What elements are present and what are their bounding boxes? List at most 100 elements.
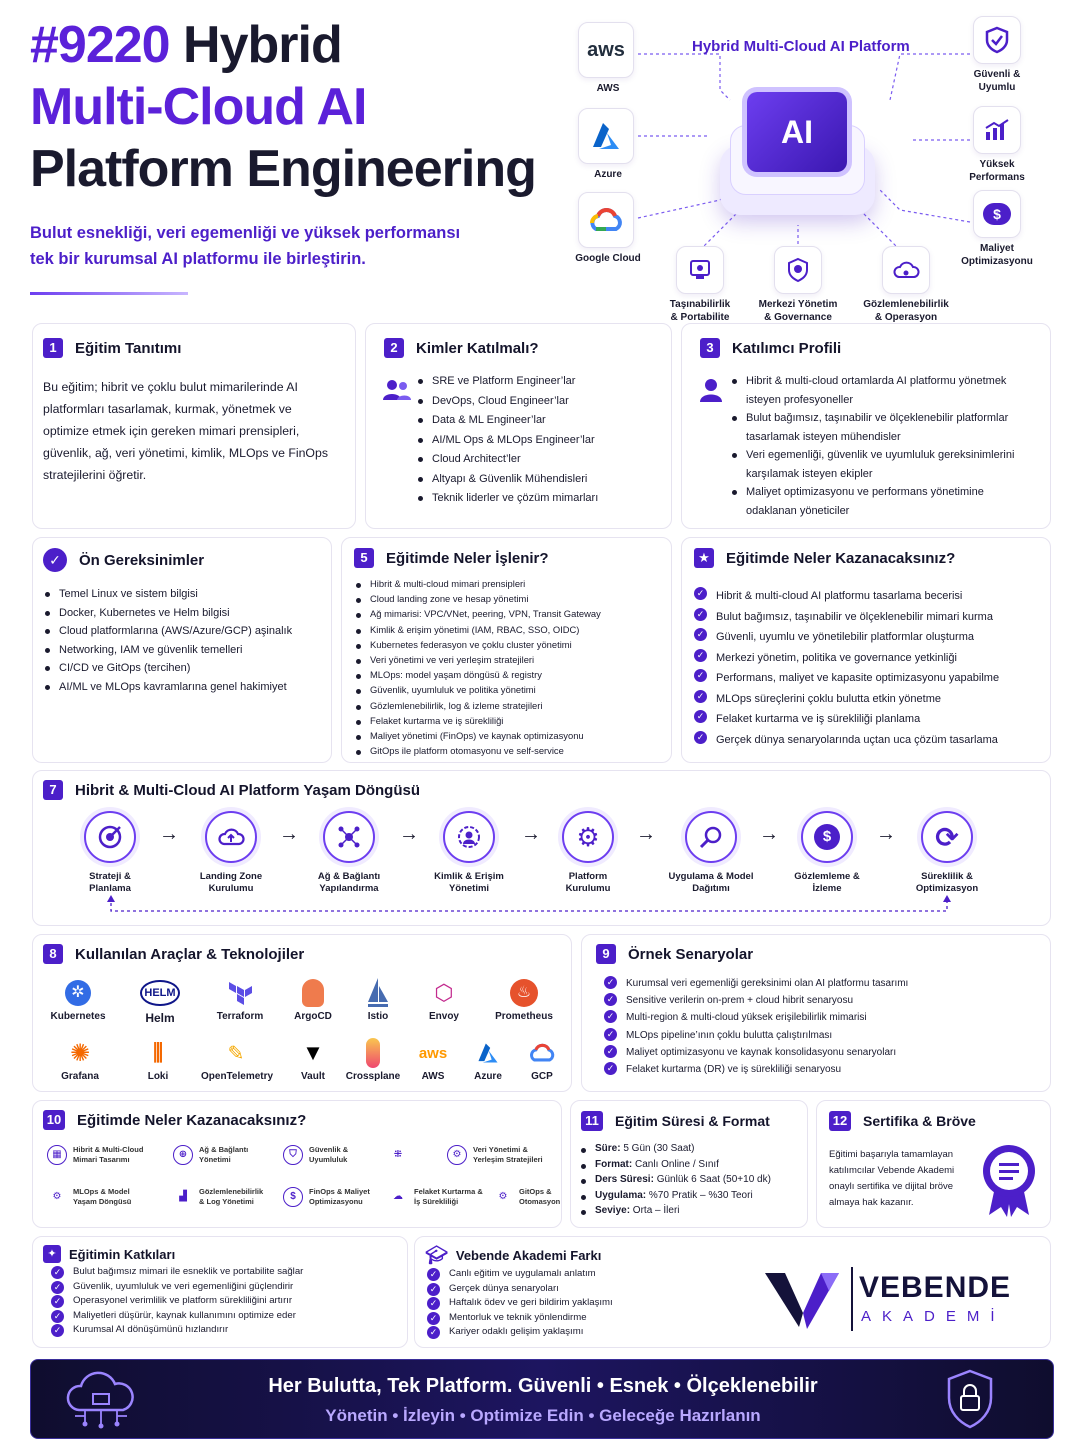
feature-secure: Güvenli & Uyumlu <box>960 16 1034 94</box>
arrow-right-icon: → <box>399 823 419 845</box>
aws-logo: aws <box>587 38 625 61</box>
list-item: Kimlik & erişim yönetimi (IAM, RBAC, SSO… <box>354 622 664 637</box>
dollar-icon: $ <box>283 1187 303 1207</box>
tool-kubernetes: ✲Kubernetes <box>43 977 113 1022</box>
feature-cost: $ Maliyet Optimizasyonu <box>956 190 1038 268</box>
list-item: Güvenli, uyumlu ve yönetilebilir platfor… <box>694 627 1044 648</box>
list-item: Haftalık ödev ve geri bildirim yaklaşımı <box>427 1296 727 1311</box>
opentelemetry-icon: ✎ <box>227 1042 245 1065</box>
list-item: Ağ mimarisi: VPC/VNet, peering, VPN, Tra… <box>354 606 664 621</box>
vault-icon: ▼ <box>302 1040 324 1065</box>
tool-vault: ▼Vault <box>301 1040 325 1082</box>
list-item: CI/CD ve GitOps (tercihen) <box>43 659 323 678</box>
feature-portability: Taşınabilirlik & Portabilite <box>660 246 740 324</box>
list-item: Kariyer odaklı gelişim yaklaşımı <box>427 1325 727 1340</box>
tool-gcp: GCP <box>507 1037 577 1082</box>
footer-banner: Her Bulutta, Tek Platform. Güvenli • Esn… <box>30 1359 1054 1439</box>
gains-list: Hibrit & multi-cloud AI platformu tasarl… <box>694 586 1044 750</box>
list-item: Merkezi yönetim, politika ve governance … <box>694 648 1044 669</box>
list-item: Felaket kurtarma ve iş sürekliliği planl… <box>694 709 1044 730</box>
person-icon <box>700 379 722 402</box>
loki-icon: ⫼ <box>152 1040 164 1065</box>
list-item: Temel Linux ve sistem bilgisi <box>43 585 323 604</box>
card-vebende-difference: 🎓︎Vebende Akademi Farkı Canlı eğitim ve … <box>414 1236 1051 1348</box>
list-item: Hibrit & multi-cloud mimari prensipleri <box>354 576 664 591</box>
ai-chip-base: AI <box>705 92 890 220</box>
list-item: Uygulama: %70 Pratik – %30 Teori <box>579 1188 804 1204</box>
list-item: Canlı eğitim ve uygulamalı anlatım <box>427 1267 727 1282</box>
lock-shield-icon <box>947 1369 993 1429</box>
list-item: Bulut bağımsız mimari ile esneklik ve po… <box>51 1265 401 1280</box>
shield-icon <box>985 26 1009 54</box>
list-item: Güvenlik, uyumluluk ve veri egemenliğini… <box>51 1280 401 1295</box>
aws-icon: aws <box>418 1044 448 1062</box>
tool-grafana: ✺Grafana <box>61 1039 99 1083</box>
ai-chip-label: AI <box>781 113 813 150</box>
list-item: Hibrit & multi-cloud AI platformu tasarl… <box>694 586 1044 607</box>
architecture-icon: ▦ <box>47 1145 67 1165</box>
tool-loki: ⫼Loki <box>147 1040 169 1082</box>
arrow-right-icon: → <box>876 823 896 845</box>
gain-item: ▦Hibrit & Multi-Cloud Mimari Tasarımı <box>47 1145 143 1165</box>
card-title: Eğitimde Neler İşlenir? <box>386 549 549 567</box>
list-item: Süre: 5 Gün (30 Saat) <box>579 1141 804 1157</box>
list-item: Maliyet optimizasyonu ve performans yöne… <box>730 483 1030 520</box>
list-item: Bulut bağımsız, taşınabilir ve ölçeklene… <box>730 409 1030 446</box>
brand-sub: AKADEMİ <box>861 1308 1006 1325</box>
dollar-icon: $ <box>814 824 840 850</box>
lifecycle-step: ⚙ Platform Kurulumu <box>551 811 625 895</box>
list-item: Docker, Kubernetes ve Helm bilgisi <box>43 604 323 623</box>
card-title: Eğitimde Neler Kazanacaksınız? <box>726 549 956 567</box>
tool-opentelemetry: ✎OpenTelemetry <box>201 1042 274 1083</box>
title-line-3: Platform Engineering <box>30 140 537 198</box>
kubernetes-icon: ✲ <box>65 980 91 1006</box>
card-title: Sertifika & Bröve <box>863 1113 976 1129</box>
portable-icon <box>690 260 710 279</box>
list-item: SRE ve Platform Engineer’lar <box>416 372 666 392</box>
list-item: Format: Canlı Online / Sınıf <box>579 1157 804 1173</box>
gcp-icon <box>529 1043 555 1062</box>
hero: #9220 Hybrid Multi-Cloud AI Platform Eng… <box>30 14 550 295</box>
list-item: Cloud landing zone ve hesap yönetimi <box>354 591 664 606</box>
card-title: Eğitimin Katkıları <box>69 1246 176 1262</box>
arrow-right-icon: → <box>279 823 299 845</box>
list-item: Teknik liderler ve çözüm mimarları <box>416 489 666 509</box>
list-item: Sensitive verilerin on-prem + cloud hibr… <box>604 992 1044 1009</box>
network-icon <box>338 826 360 848</box>
provider-gcp: Google Cloud <box>570 192 646 265</box>
list-item: Ders Süresi: Günlük 6 Saat (50+10 dk) <box>579 1172 804 1188</box>
list-item: Hibrit & multi-cloud ortamlarda AI platf… <box>730 372 1030 409</box>
card-title: Ön Gereksinimler <box>79 551 205 569</box>
card-title: Eğitim Tanıtımı <box>75 339 182 357</box>
target-icon <box>98 825 122 849</box>
list-item: Felaket kurtarma ve iş sürekliliği <box>354 713 664 728</box>
card-title: Vebende Akademi Farkı <box>455 1248 602 1263</box>
terraform-icon <box>229 982 252 1005</box>
list-item: Felaket kurtarma (DR) ve iş sürekliliği … <box>604 1061 1044 1078</box>
cloud-icon: ☁ <box>393 1191 403 1202</box>
difference-list: Canlı eğitim ve uygulamalı anlatım Gerçe… <box>427 1267 727 1340</box>
helm-icon: HELM <box>140 980 180 1006</box>
list-item: Data & ML Engineer’lar <box>416 411 666 431</box>
gain-item: ⚙GitOps & Otomasyon <box>493 1187 561 1207</box>
tool-argocd: ArgoCD <box>278 977 348 1022</box>
star-icon: ★ <box>694 548 714 568</box>
feature-performance: Yüksek Performans <box>960 106 1034 184</box>
list-item: Kurumsal AI dönüşümünü hızlandırır <box>51 1323 401 1338</box>
footer-line-2: Yönetin • İzleyin • Optimize Edin • Gele… <box>325 1406 761 1425</box>
list-item: Mentorluk ve teknik yönlendirme <box>427 1311 727 1326</box>
tool-crossplane: Crossplane <box>338 1037 408 1082</box>
gain-item: ☁Felaket Kurtarma & İş Sürekliliği <box>388 1187 483 1207</box>
grafana-icon: ✺ <box>69 1039 91 1067</box>
mlops-icon: ⚙ <box>52 1191 62 1202</box>
card-title: Katılımcı Profili <box>732 339 842 357</box>
governance-icon <box>788 257 808 283</box>
list-item: Networking, IAM ve güvenlik temelleri <box>43 641 323 660</box>
